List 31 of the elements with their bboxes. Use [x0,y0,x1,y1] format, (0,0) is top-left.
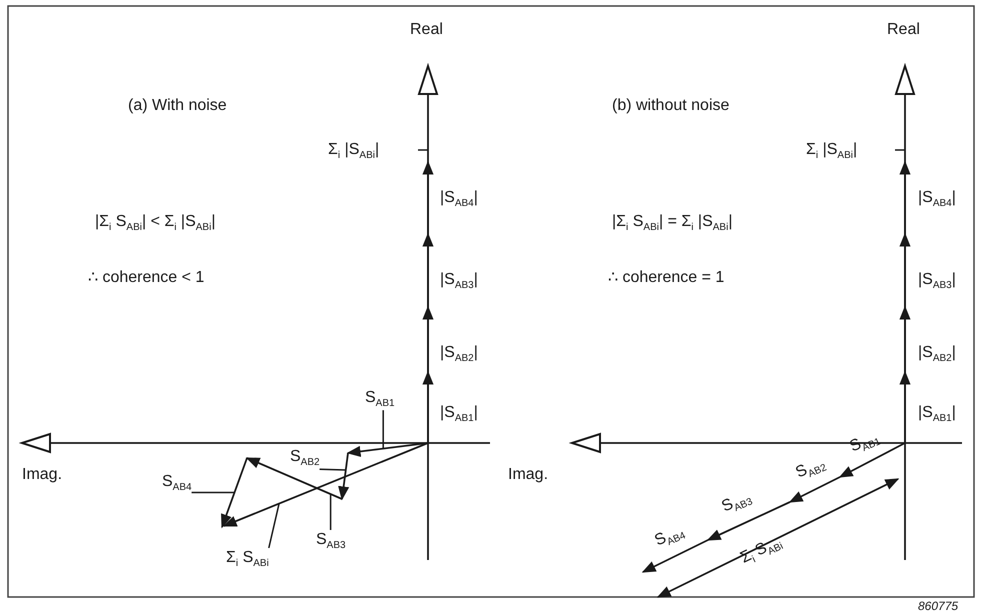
vector-label: S$_{AB3}$ [316,530,346,552]
vector-label: Σ$_{i}$ S$_{ABi}$ [226,548,269,570]
magnitude-label: |S$_{AB2}$| [440,343,478,366]
leader-line [268,503,280,548]
leader-line [192,492,234,494]
conclusion-text: ∴ coherence = 1 [608,268,724,288]
vector-label: S$_{AB1}$ [365,388,395,410]
equation: |Σ$_{i}$ S$_{ABi}$| < Σ$_{i}$ |S$_{ABi}$| [95,212,216,234]
magnitude-label: |S$_{AB4}$| [918,188,956,210]
axis-label: Imag. [508,465,548,484]
leader-line [320,468,346,471]
axis-label: Real [887,20,920,40]
equation: |Σ$_{i}$ S$_{ABi}$| = Σ$_{i}$ |S$_{ABi}$| [612,212,732,234]
axis-value: Σ$_{i}$ |S$_{ABi}$| [806,140,858,162]
vector-label: S$_{AB4}$ [162,472,192,494]
leader-line [330,494,332,530]
axis-value: Σ$_{i}$ |S$_{ABi}$| [328,140,380,162]
magnitude-label: |S$_{AB3}$| [440,270,478,292]
figure-number: 860775 [918,599,958,614]
panel-title: (b) without noise [612,96,730,116]
magnitude-label: |S$_{AB2}$| [918,343,956,366]
leader-line [382,410,384,449]
axis-label: Real [410,20,443,40]
magnitude-label: |S$_{AB4}$| [440,188,478,210]
conclusion-text: ∴ coherence < 1 [88,268,204,288]
magnitude-label: |S$_{AB1}$| [440,403,478,426]
magnitude-label: |S$_{AB3}$| [918,270,956,292]
magnitude-label: |S$_{AB1}$| [918,403,956,426]
axis-label: Imag. [22,465,62,484]
vector-label: S$_{AB2}$ [290,447,320,470]
panel-title: (a) With noise [128,96,227,116]
